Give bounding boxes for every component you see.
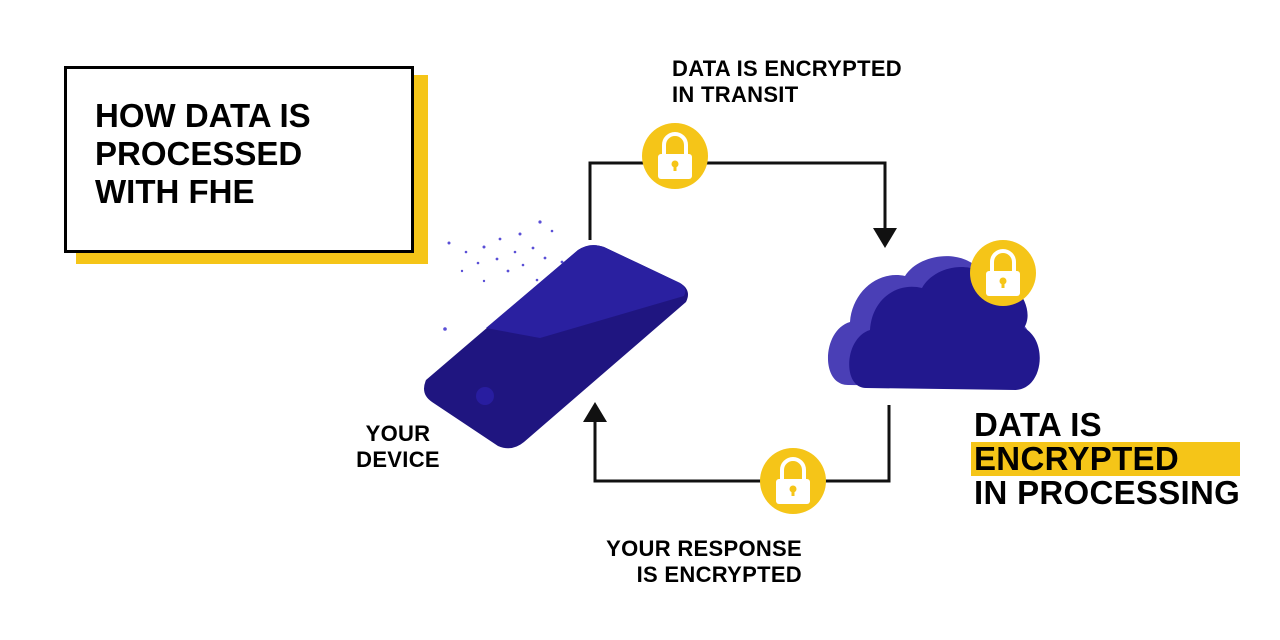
- processing-label-line-3: IN PROCESSING: [974, 474, 1241, 511]
- transit-label-line-2: IN TRANSIT: [672, 82, 799, 107]
- processing-label-highlight: ENCRYPTED: [971, 442, 1241, 476]
- device-label: YOUR DEVICE: [352, 421, 444, 473]
- arrow-up-icon: [583, 402, 607, 422]
- cloud-lock-badge: [970, 240, 1036, 306]
- device-label-line-1: YOUR: [365, 421, 431, 446]
- processing-label: DATA IS ENCRYPTED IN PROCESSING: [971, 406, 1241, 511]
- lock-icon: [658, 132, 692, 179]
- response-label: YOUR RESPONSE IS ENCRYPTED: [590, 536, 802, 588]
- smartphone-icon: [424, 245, 688, 449]
- transit-lock-badge: [642, 123, 708, 189]
- transit-flow-line: [588, 161, 887, 240]
- title-box: HOW DATA IS PROCESSED WITH FHE: [64, 66, 414, 253]
- title-line-3: WITH FHE: [95, 173, 255, 210]
- title-line-1: HOW DATA IS: [95, 97, 311, 134]
- response-lock-badge: [760, 448, 826, 514]
- lock-icon: [776, 457, 810, 504]
- response-label-line-1: YOUR RESPONSE: [606, 536, 802, 561]
- response-label-line-2: IS ENCRYPTED: [636, 562, 802, 587]
- title-line-2: PROCESSED: [95, 135, 303, 172]
- lock-icon: [986, 249, 1020, 296]
- arrow-down-icon: [873, 228, 897, 248]
- processing-label-line-1: DATA IS: [974, 406, 1102, 443]
- transit-label: DATA IS ENCRYPTED IN TRANSIT: [672, 56, 902, 108]
- transit-label-line-1: DATA IS ENCRYPTED: [672, 56, 902, 81]
- diagram-title: HOW DATA IS PROCESSED WITH FHE: [95, 97, 311, 211]
- device-label-line-2: DEVICE: [356, 447, 440, 472]
- response-flow-line: [593, 405, 891, 483]
